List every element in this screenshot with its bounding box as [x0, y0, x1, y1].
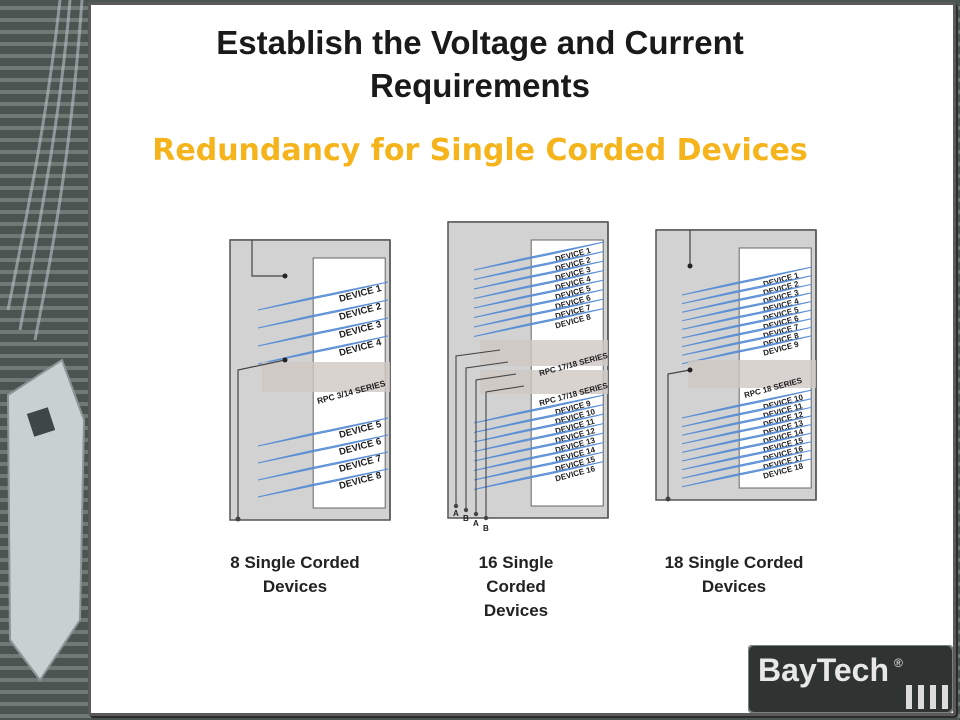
cord-plug — [235, 516, 241, 522]
plug-label: B — [483, 524, 489, 533]
device-tray — [681, 449, 813, 479]
page-title: Establish the Voltage and Current — [216, 24, 744, 61]
device-illustration-icon — [6, 358, 86, 682]
plug-label: A — [453, 509, 459, 518]
device-tray — [257, 317, 389, 347]
device-tray — [473, 404, 605, 433]
device-tray — [473, 298, 605, 328]
device-tray — [681, 441, 813, 471]
device-tray — [473, 442, 605, 471]
device-tray — [681, 275, 813, 305]
device-tray — [473, 279, 605, 309]
power-strip — [262, 362, 390, 392]
device-tray — [257, 281, 389, 311]
device-tray — [257, 335, 389, 365]
device-tray — [473, 241, 605, 271]
power-cord — [455, 349, 501, 505]
device-tray — [473, 451, 605, 481]
device-tray — [473, 423, 605, 452]
device-tray — [473, 260, 605, 290]
device-tray — [681, 432, 813, 462]
device-tray — [257, 434, 389, 464]
device-tray — [257, 468, 389, 498]
cord-dot — [687, 263, 693, 269]
device-tray — [681, 318, 813, 348]
device-tray — [681, 458, 813, 488]
power-cord — [485, 385, 525, 517]
device-tray — [257, 299, 389, 329]
device-tray — [257, 451, 389, 481]
cord-plug — [463, 507, 469, 513]
subtitle: Redundancy for Single Corded Devices — [152, 133, 808, 168]
cord-plug — [665, 496, 671, 502]
device-tray — [681, 292, 813, 322]
cord-dot — [282, 273, 288, 279]
power-cord — [237, 359, 286, 518]
device-tray — [681, 326, 813, 356]
baytech-logo: BayTech ® — [748, 645, 953, 713]
device-tray — [473, 432, 605, 462]
cord-plug — [473, 511, 479, 517]
power-strip — [480, 340, 608, 366]
device-tray — [681, 266, 813, 296]
device-tray — [681, 335, 813, 365]
rack-caption-8: 8 Single Corded Devices — [230, 553, 360, 596]
plug-label: B — [463, 514, 469, 523]
device-tray — [473, 251, 605, 280]
cord-plug — [453, 503, 459, 509]
device-tray — [681, 423, 813, 453]
logo-mark: ® — [894, 656, 903, 670]
device-tray — [681, 398, 813, 428]
power-cord — [475, 373, 517, 513]
power-cord — [667, 369, 691, 498]
logo-text: BayTech — [758, 652, 889, 688]
device-tray — [473, 461, 605, 490]
device-tray — [473, 308, 605, 337]
power-cord — [251, 240, 285, 277]
page-title-line-2: Requirements — [369, 67, 591, 104]
device-tray — [473, 270, 605, 299]
device-tray — [473, 289, 605, 318]
device-tray — [681, 406, 813, 436]
device-tray — [681, 309, 813, 339]
device-tray — [681, 389, 813, 419]
cord-dot — [687, 367, 693, 373]
plug-label: A — [473, 519, 479, 528]
device-tray — [473, 394, 605, 424]
device-tray — [681, 300, 813, 330]
power-strip — [688, 360, 816, 388]
device-tray — [681, 283, 813, 313]
device-tray — [473, 413, 605, 443]
cord-plug — [483, 515, 489, 521]
device-tray — [257, 417, 389, 447]
power-cord — [465, 361, 509, 509]
device-tray — [681, 415, 813, 445]
rack-caption-18: 18 Single Corded Devices — [664, 553, 804, 596]
cord-dot — [282, 357, 288, 363]
rack-caption-16: 16 Single Corded Devices — [478, 553, 554, 620]
